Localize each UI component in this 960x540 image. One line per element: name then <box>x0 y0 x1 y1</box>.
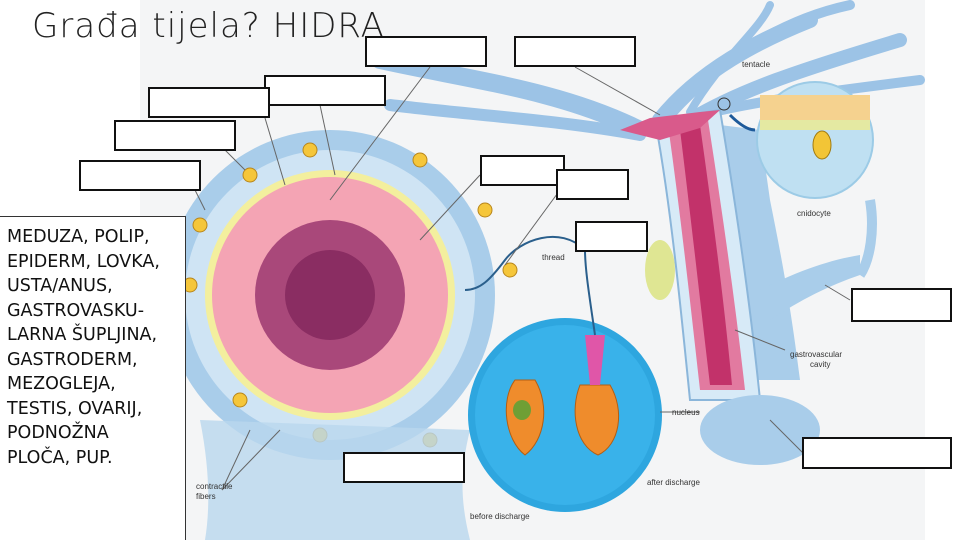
label-fibers: fibers <box>196 492 216 501</box>
answer-blank-6[interactable] <box>79 160 201 191</box>
answer-blank-1[interactable] <box>365 36 487 67</box>
answer-blank-5[interactable] <box>114 120 236 151</box>
answer-blank-2[interactable] <box>514 36 636 67</box>
label-tentacle: tentacle <box>742 60 770 69</box>
label-cnidocyte: cnidocyte <box>797 209 831 218</box>
answer-blank-3[interactable] <box>264 75 386 106</box>
answer-blank-12[interactable] <box>343 452 465 483</box>
answer-blank-9[interactable] <box>575 221 648 252</box>
label-thread: thread <box>542 253 565 262</box>
word-bank: MEDUZA, POLIP, EPIDERM, LOVKA, USTA/ANUS… <box>0 216 186 540</box>
answer-blank-8[interactable] <box>556 169 629 200</box>
gonad <box>645 240 675 300</box>
label-gastrovascular: gastrovascular <box>790 350 842 359</box>
slide-title: Građa tijela? HIDRA <box>32 6 385 46</box>
answer-blank-4[interactable] <box>148 87 270 118</box>
answer-blank-7[interactable] <box>480 155 565 186</box>
label-after-discharge: after discharge <box>647 478 700 487</box>
label-nucleus: nucleus <box>672 408 700 417</box>
answer-blank-11[interactable] <box>802 437 952 469</box>
label-contractile: contractile <box>196 482 232 491</box>
answer-blank-10[interactable] <box>851 288 952 322</box>
label-before-discharge: before discharge <box>470 512 530 521</box>
label-cavity: cavity <box>810 360 830 369</box>
